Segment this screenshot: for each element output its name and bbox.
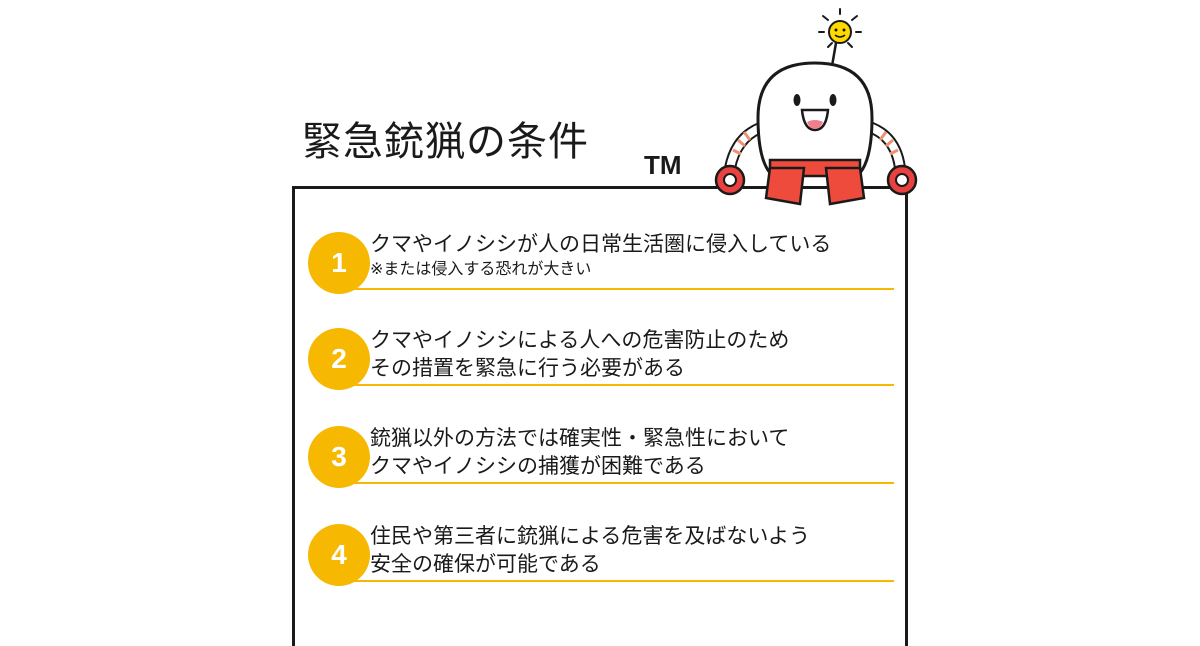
condition-text-2: クマやイノシシによる人への危害防止のため その措置を緊急に行う必要がある [370, 326, 890, 382]
condition-underline-3 [348, 482, 894, 484]
condition-4-line1: 住民や第三者に銃猟による危害を及ばないよう [370, 524, 810, 548]
condition-number-2: 2 [308, 328, 370, 390]
condition-text-4: 住民や第三者に銃猟による危害を及ばないよう 安全の確保が可能である [370, 522, 890, 578]
condition-number-1: 1 [308, 232, 370, 294]
condition-underline-1 [348, 288, 894, 290]
sun-smiley-icon [818, 8, 862, 48]
condition-item-3: 3 銃猟以外の方法では確実性・緊急性において クマやイノシシの捕獲が困難である [300, 418, 894, 488]
condition-3-line2: クマやイノシシの捕獲が困難である [370, 454, 706, 478]
condition-number-3: 3 [308, 426, 370, 488]
condition-number-4: 4 [308, 524, 370, 586]
conditions-board [292, 186, 908, 646]
condition-underline-2 [348, 384, 894, 386]
condition-4-line2: 安全の確保が可能である [370, 552, 601, 576]
condition-item-1: 1 クマやイノシシが人の日常生活圏に侵入している ※または侵入する恐れが大きい [300, 224, 894, 294]
condition-1-note: ※または侵入する恐れが大きい [370, 259, 592, 278]
condition-3-line1: 銃猟以外の方法では確実性・緊急性において [370, 426, 790, 450]
condition-underline-4 [348, 580, 894, 582]
condition-2-line1: クマやイノシシによる人への危害防止のため [370, 328, 790, 352]
condition-text-3: 銃猟以外の方法では確実性・緊急性において クマやイノシシの捕獲が困難である [370, 424, 890, 480]
condition-2-line2: その措置を緊急に行う必要がある [370, 356, 685, 380]
page-title: 緊急銃猟の条件 [302, 119, 589, 165]
condition-item-4: 4 住民や第三者に銃猟による危害を及ばないよう 安全の確保が可能である [300, 516, 894, 586]
robot-mascot-icon [714, 8, 918, 206]
condition-item-2: 2 クマやイノシシによる人への危害防止のため その措置を緊急に行う必要がある [300, 320, 894, 390]
condition-1-line1: クマやイノシシが人の日常生活圏に侵入している [370, 232, 832, 256]
condition-text-1: クマやイノシシが人の日常生活圏に侵入している ※または侵入する恐れが大きい [370, 230, 890, 280]
trademark-label: TM [644, 150, 682, 180]
